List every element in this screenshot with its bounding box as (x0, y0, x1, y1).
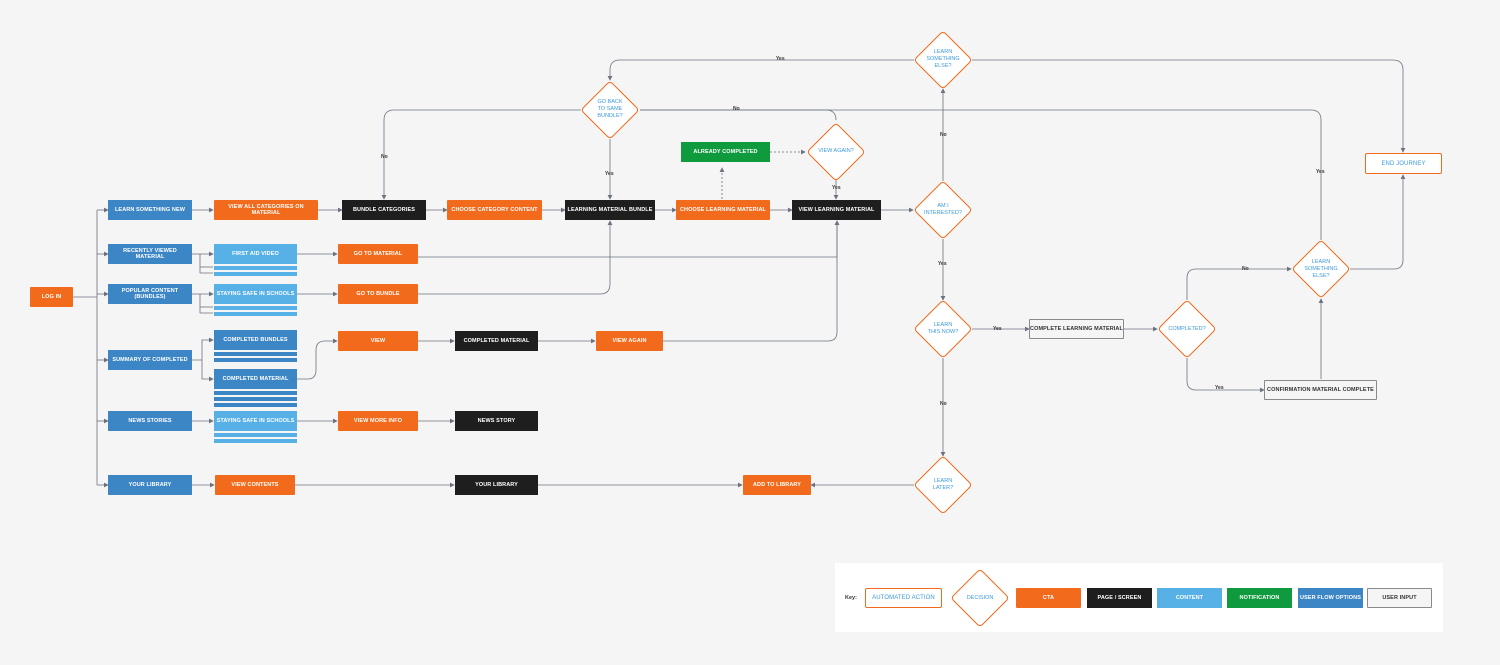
first-aid-video-content[interactable]: FIRST AID VIDEO (214, 244, 297, 264)
view-again-cta[interactable]: VIEW AGAIN (596, 331, 663, 351)
option-stripe (214, 358, 297, 362)
learn-later-label: LEARN LATER? (932, 478, 954, 491)
legend-title: Key: (845, 595, 857, 601)
go-to-bundle-cta[interactable]: GO TO BUNDLE (338, 284, 418, 304)
content-stripe (214, 433, 297, 437)
go-back-label: GO BACK TO SAME BUNDLE? (597, 99, 623, 119)
edge-label-yes: Yes (776, 56, 785, 62)
legend-content: CONTENT (1157, 588, 1222, 608)
edge-label-no: No (381, 154, 388, 160)
edge-label-yes: Yes (1316, 169, 1325, 175)
edge-label-no: No (733, 106, 740, 112)
legend-cta: CTA (1016, 588, 1081, 608)
learning-bundle-page: LEARNING MATERIAL BUNDLE (565, 200, 655, 220)
content-stripe (214, 306, 297, 310)
option-stripe (214, 352, 297, 356)
legend-notification: NOTIFICATION (1227, 588, 1292, 608)
am-interested-label: AM I INTERESTED? (924, 203, 962, 216)
add-to-library-cta[interactable]: ADD TO LIBRARY (743, 475, 811, 495)
choose-category-cta[interactable]: CHOOSE CATEGORY CONTENT (447, 200, 542, 220)
edge-label-yes: Yes (605, 171, 614, 177)
completed-label: COMPLETED? (1168, 326, 1206, 332)
choose-learning-cta[interactable]: CHOOSE LEARNING MATERIAL (676, 200, 770, 220)
your-library-page: YOUR LIBRARY (455, 475, 538, 495)
content-stripe (214, 439, 297, 443)
already-completed-notification: ALREADY COMPLETED (681, 142, 770, 162)
option-stripe (214, 403, 297, 407)
content-stripe (214, 272, 297, 276)
legend-page-screen: PAGE / SCREEN (1087, 588, 1152, 608)
edge-label-yes: Yes (938, 261, 947, 267)
your-library-option[interactable]: YOUR LIBRARY (108, 475, 192, 495)
edge-label-yes: Yes (1215, 385, 1224, 391)
edge-label-no: No (1242, 266, 1249, 272)
log-in-button[interactable]: LOG IN (30, 287, 73, 307)
view-again-label: VIEW AGAIN? (818, 148, 854, 154)
edge-label-yes: Yes (993, 326, 1002, 332)
content-stripe (214, 312, 297, 316)
completed-material-option[interactable]: COMPLETED MATERIAL (214, 369, 297, 389)
complete-learning-input[interactable]: COMPLETE LEARNING MATERIAL (1029, 319, 1124, 339)
completed-material-page: COMPLETED MATERIAL (455, 331, 538, 351)
popular-content-option[interactable]: POPULAR CONTENT (BUNDLES) (108, 284, 192, 304)
learn-something-new-option[interactable]: LEARN SOMETHING NEW (108, 200, 192, 220)
legend-user-flow-options: USER FLOW OPTIONS (1298, 588, 1363, 608)
legend-automated-action: AUTOMATED ACTION (865, 588, 942, 608)
view-more-info-cta[interactable]: VIEW MORE INFO (338, 411, 418, 431)
learn-now-label: LEARN THIS NOW? (927, 322, 959, 335)
view-all-categories-cta[interactable]: VIEW ALL CATEGORIES ON MATERIAL (214, 200, 318, 220)
staying-safe-content[interactable]: STAYING SAFE IN SCHOOLS (214, 284, 297, 304)
content-stripe (214, 266, 297, 270)
recently-viewed-option[interactable]: RECENTLY VIEWED MATERIAL (108, 244, 192, 264)
end-journey-action: END JOURNEY (1365, 153, 1442, 174)
completed-bundles-option[interactable]: COMPLETED BUNDLES (214, 330, 297, 350)
staying-safe-news-content[interactable]: STAYING SAFE IN SCHOOLS (214, 411, 297, 431)
summary-completed-option[interactable]: SUMMARY OF COMPLETED (108, 350, 192, 370)
view-contents-cta[interactable]: VIEW CONTENTS (215, 475, 295, 495)
option-stripe (214, 391, 297, 395)
view-cta[interactable]: VIEW (338, 331, 418, 351)
learn-else-right-label: LEARN SOMETHING ELSE? (1304, 259, 1338, 279)
edge-label-yes: Yes (832, 185, 841, 191)
legend: Key: AUTOMATED ACTION DECISION CTA PAGE … (835, 563, 1443, 632)
legend-decision-label: DECISION (966, 595, 994, 601)
option-stripe (214, 397, 297, 401)
confirmation-input[interactable]: CONFIRMATION MATERIAL COMPLETE (1264, 380, 1377, 400)
edge-label-no: No (940, 132, 947, 138)
legend-user-input: USER INPUT (1367, 588, 1432, 608)
learn-else-top-label: LEARN SOMETHING ELSE? (926, 49, 960, 69)
edge-label-no: No (940, 401, 947, 407)
go-to-material-cta[interactable]: GO TO MATERIAL (338, 244, 418, 264)
news-stories-option[interactable]: NEWS STORIES (108, 411, 192, 431)
view-learning-page: VIEW LEARNING MATERIAL (792, 200, 881, 220)
bundle-categories-page: BUNDLE CATEGORIES (342, 200, 426, 220)
news-story-page: NEWS STORY (455, 411, 538, 431)
